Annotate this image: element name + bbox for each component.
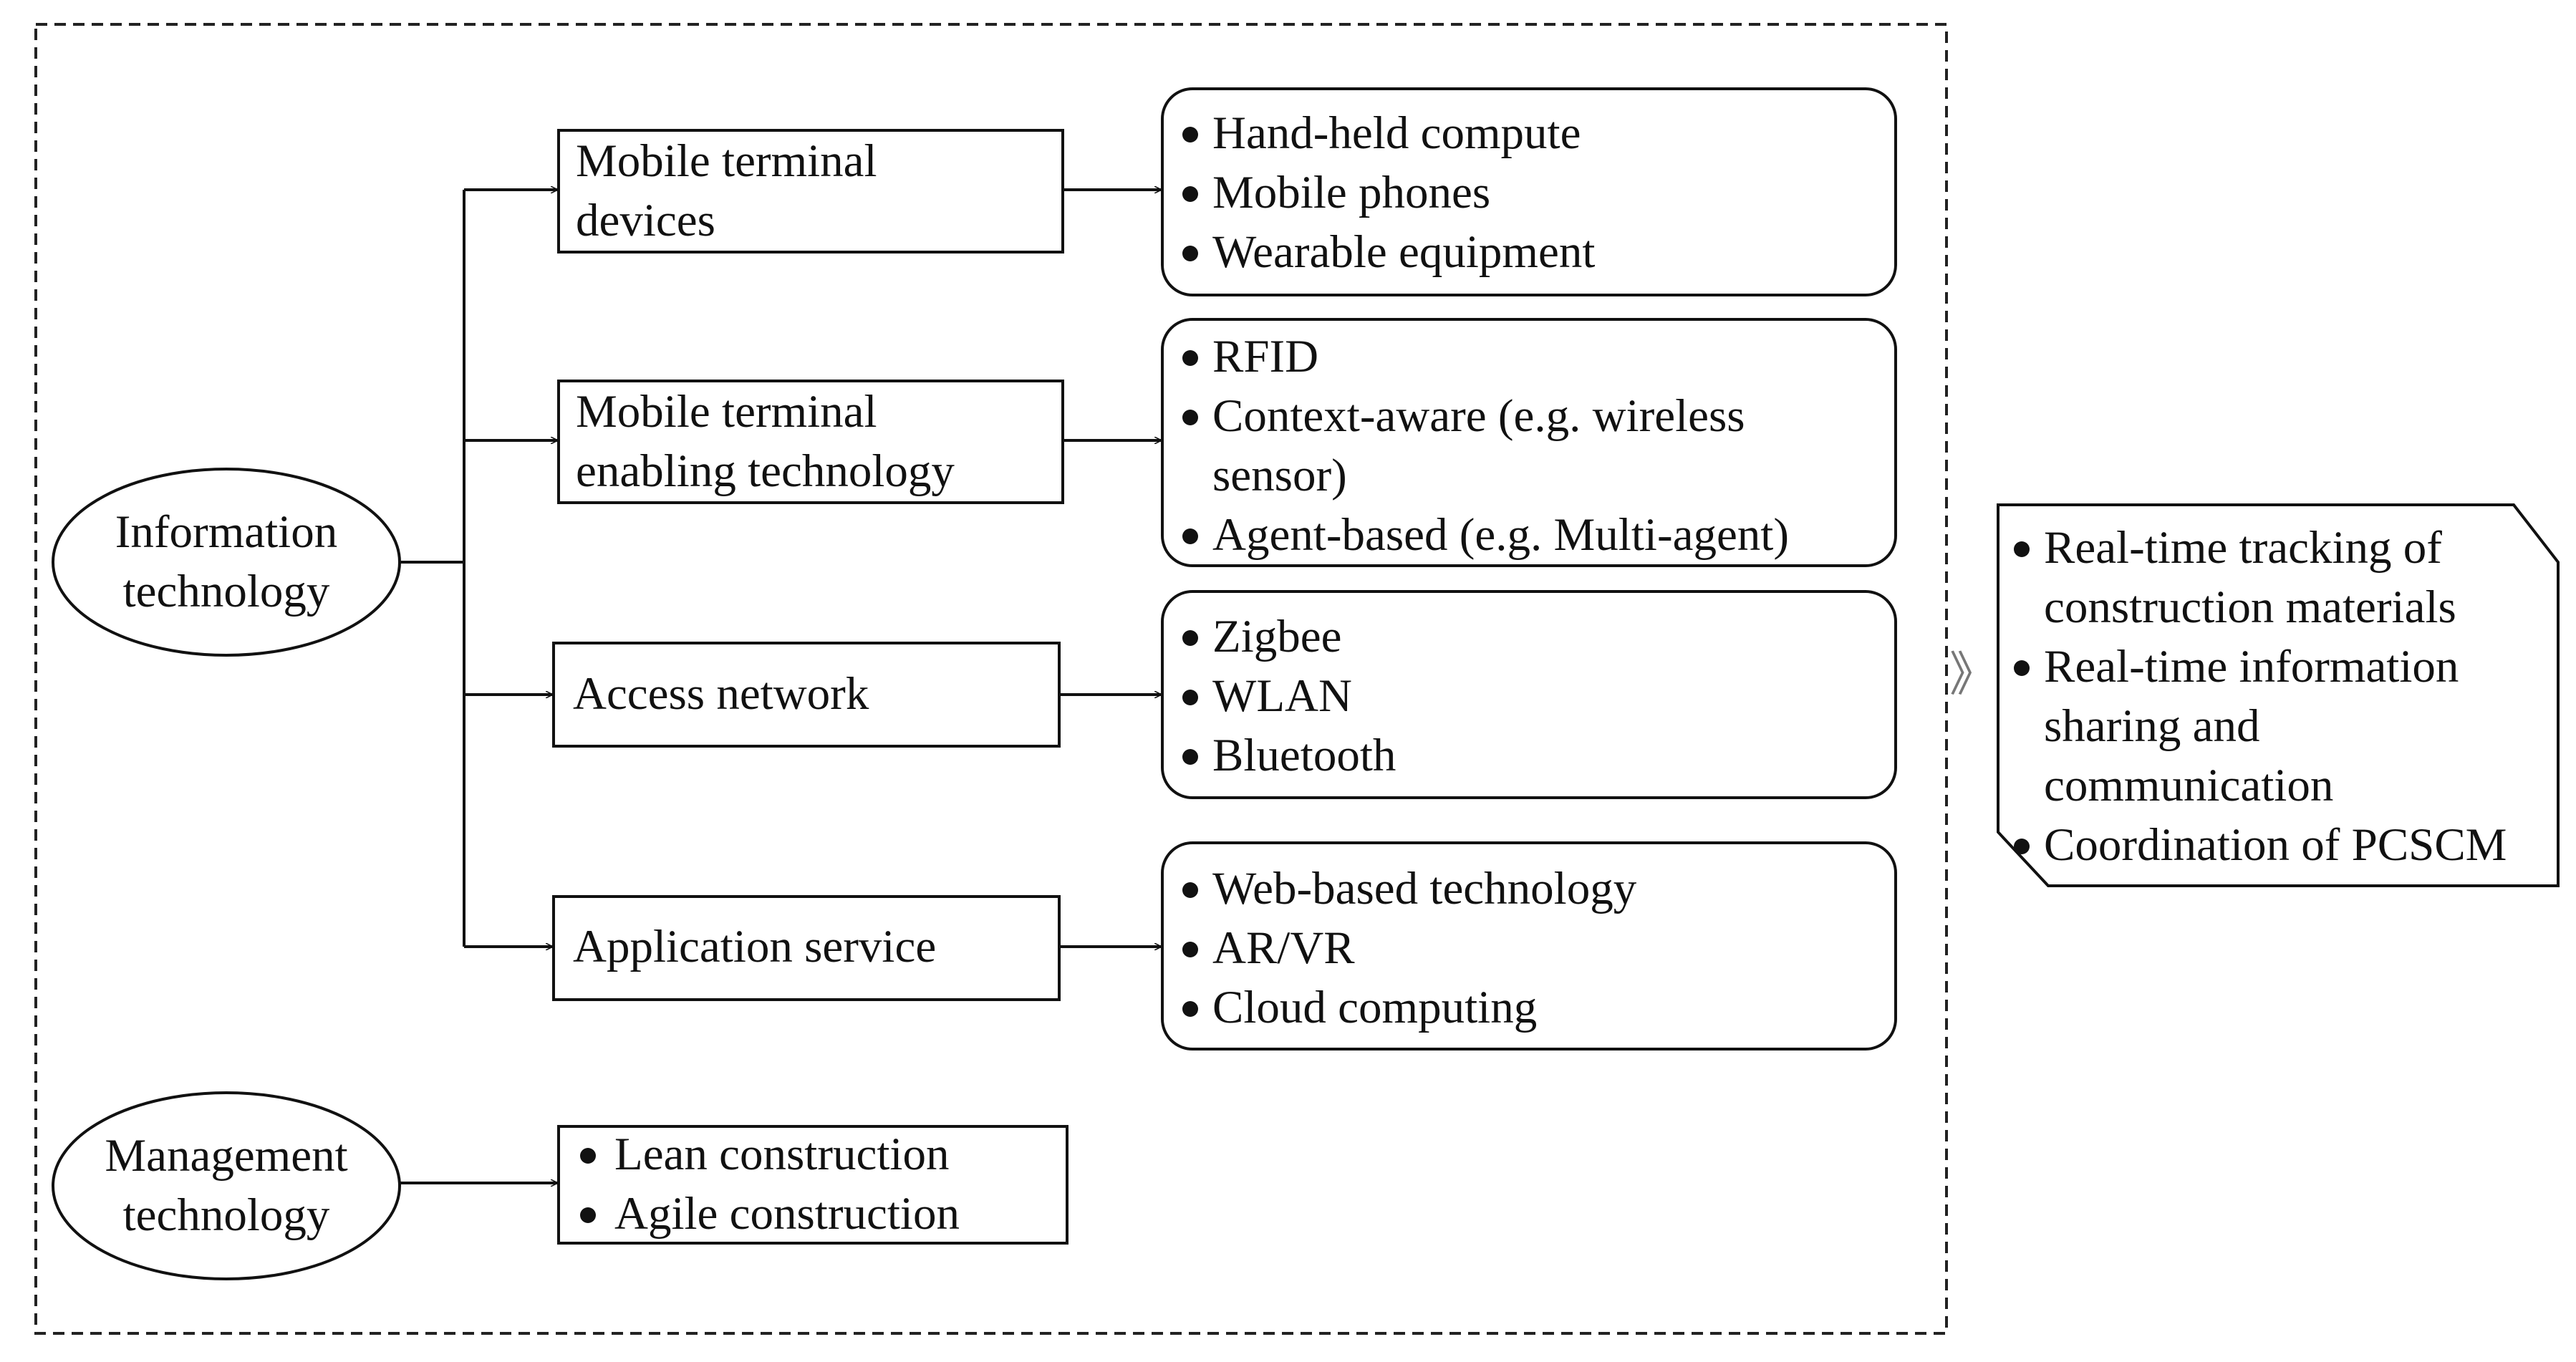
bullet-icon bbox=[1182, 410, 1198, 425]
list-item: AR/VR bbox=[1178, 919, 1636, 978]
bullet-icon bbox=[1182, 186, 1198, 202]
bullet-icon bbox=[1182, 690, 1198, 705]
list-item: Mobile phones bbox=[1178, 163, 1595, 223]
mobile-terminal-devices-label: Mobile terminal devices bbox=[576, 135, 877, 246]
list-item: Real-time tracking of construction mater… bbox=[2010, 518, 2507, 637]
management-list-box bbox=[557, 1125, 1068, 1245]
outcomes-list: Real-time tracking of construction mater… bbox=[2010, 518, 2507, 875]
mobile-terminal-enabling-label: Mobile terminal enabling technology bbox=[576, 386, 955, 497]
enabling-list-box bbox=[1161, 318, 1897, 567]
bullet-icon bbox=[1182, 882, 1198, 898]
list-item: WLAN bbox=[1178, 667, 1396, 726]
information-technology-label: Information technology bbox=[115, 506, 338, 617]
bullet-icon bbox=[1182, 528, 1198, 544]
list-item: Hand-held compute bbox=[1178, 104, 1595, 163]
list-item: Wearable equipment bbox=[1178, 223, 1595, 282]
devices-list-box bbox=[1161, 87, 1897, 296]
list-item: Real-time information sharing and commun… bbox=[2010, 637, 2507, 816]
list-item: Bluetooth bbox=[1178, 726, 1396, 786]
application-service-label: Application service bbox=[573, 921, 937, 972]
bullet-icon bbox=[1182, 630, 1198, 646]
list-item: Agent-based (e.g. Multi-agent) bbox=[1178, 506, 1789, 565]
bullet-icon bbox=[1182, 942, 1198, 957]
list-item: Lean construction bbox=[570, 1125, 960, 1184]
bullet-icon bbox=[1182, 350, 1198, 366]
bullet-icon bbox=[2014, 660, 2030, 676]
management-technology-ellipse bbox=[52, 1091, 401, 1280]
access-network-label: Access network bbox=[573, 668, 869, 720]
outcomes-box bbox=[1997, 503, 2560, 887]
list-item: Cloud computing bbox=[1178, 978, 1636, 1038]
list-item: Web-based technology bbox=[1178, 859, 1636, 919]
bullet-icon bbox=[580, 1207, 596, 1223]
bullet-icon bbox=[1182, 749, 1198, 765]
management-list: Lean construction Agile construction bbox=[570, 1125, 960, 1244]
service-list-box bbox=[1161, 841, 1897, 1051]
bullet-icon bbox=[2014, 839, 2030, 854]
network-list: Zigbee WLAN Bluetooth bbox=[1178, 607, 1396, 786]
bullet-icon bbox=[2014, 541, 2030, 557]
double-chevron-icon: 》 bbox=[1949, 647, 1997, 702]
devices-list: Hand-held compute Mobile phones Wearable… bbox=[1178, 104, 1595, 282]
service-list: Web-based technology AR/VR Cloud computi… bbox=[1178, 859, 1636, 1038]
list-item: RFID bbox=[1178, 327, 1789, 387]
list-item: Context-aware (e.g. wireless sensor) bbox=[1178, 387, 1789, 506]
list-item: Agile construction bbox=[570, 1184, 960, 1244]
list-item: Zigbee bbox=[1178, 607, 1396, 667]
bullet-icon bbox=[1182, 127, 1198, 143]
bullet-icon bbox=[1182, 246, 1198, 261]
list-item: Coordination of PCSCM bbox=[2010, 816, 2507, 875]
bullet-icon bbox=[580, 1148, 596, 1164]
enabling-list: RFID Context-aware (e.g. wireless sensor… bbox=[1178, 327, 1789, 565]
network-list-box bbox=[1161, 590, 1897, 799]
bullet-icon bbox=[1182, 1001, 1198, 1017]
management-technology-label: Management technology bbox=[105, 1130, 348, 1241]
dashed-frame bbox=[34, 23, 1948, 1335]
